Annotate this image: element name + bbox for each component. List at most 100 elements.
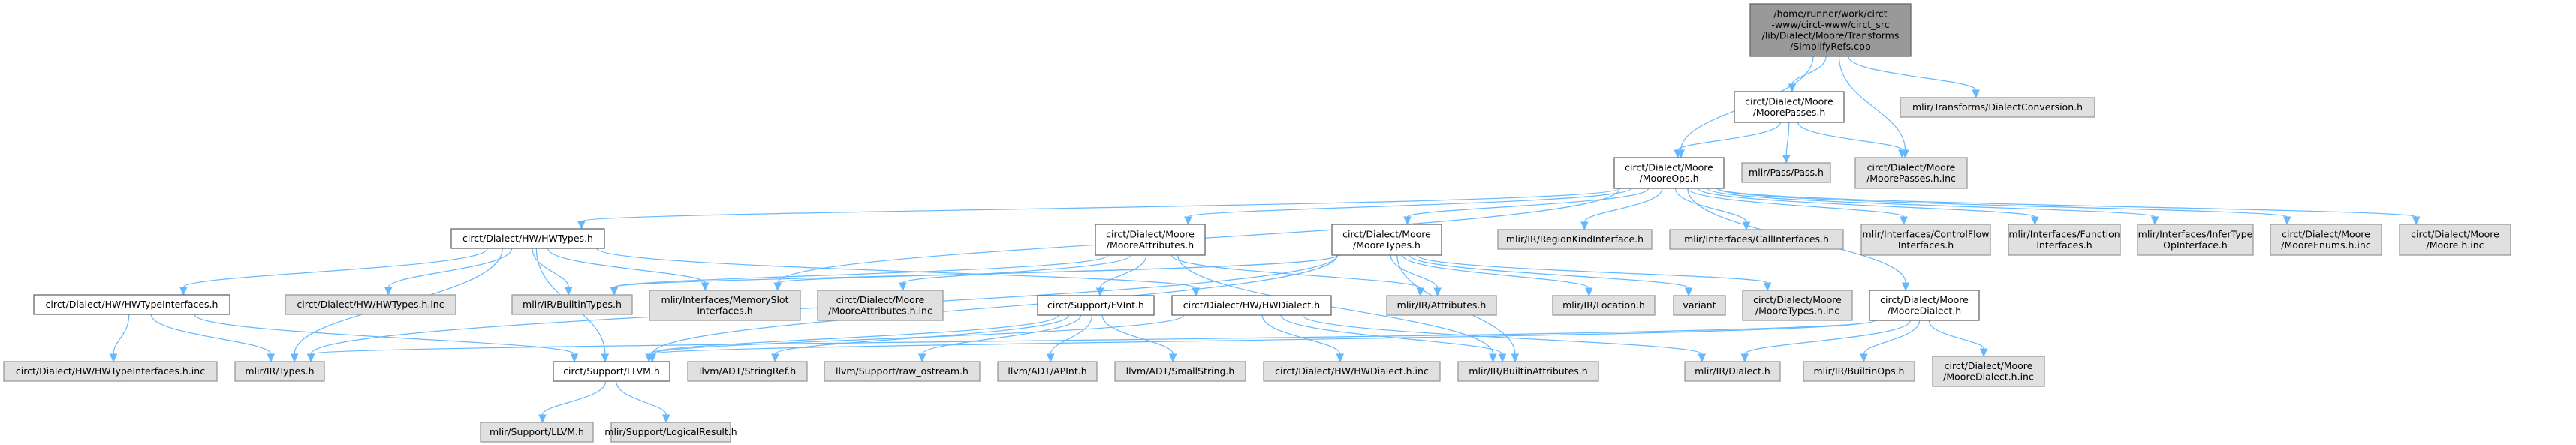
edge-hwdialect-to-builtinattrs (1280, 314, 1507, 363)
node-box (824, 361, 981, 382)
edge-line (613, 254, 1109, 288)
node-moorepassesinc[interactable]: circt/Dialect/Moore/MoorePasses.h.inc (1854, 157, 1968, 189)
node-mooretypes[interactable]: circt/Dialect/Moore/MooreTypes.h (1331, 224, 1442, 256)
node-label: /MooreOps.h (1639, 173, 1698, 184)
edge-line (1409, 254, 1689, 289)
node-mooreattrs[interactable]: circt/Dialect/Moore/MooreAttributes.h (1095, 224, 1206, 256)
edge-fvint-to-rawostream (917, 314, 1082, 363)
edge-circtllvm-to-logicalresult (616, 380, 670, 424)
node-label: circt/Dialect/Moore (1945, 360, 2033, 371)
arrowhead-icon (1416, 287, 1424, 297)
arrowhead-icon (700, 282, 710, 292)
node-mooreinc[interactable]: circt/Dialect/Moore/Moore.h.inc (2399, 224, 2511, 256)
node-fvint[interactable]: circt/Support/FVInt.h (1037, 295, 1155, 316)
arrowhead-icon (610, 287, 619, 296)
node-apint[interactable]: llvm/ADT/APInt.h (997, 361, 1098, 382)
node-mlirllvm[interactable]: mlir/Support/LLVM.h (480, 422, 594, 443)
node-label: llvm/ADT/StringRef.h (699, 365, 796, 377)
node-mooredialect[interactable]: circt/Dialect/Moore/MooreDialect.h (1869, 290, 1980, 321)
arrowhead-icon (1782, 155, 1791, 164)
arrowhead-icon (1698, 353, 1707, 363)
edge-line (652, 314, 1185, 355)
edge-mooreops-to-functionif (1697, 188, 2039, 226)
node-hwdialectinc[interactable]: circt/Dialect/HW/HWDialect.h.inc (1263, 361, 1441, 382)
edge-line (1838, 56, 1906, 151)
node-box (2270, 224, 2382, 256)
node-box (480, 422, 594, 443)
edge-line (1302, 314, 1703, 355)
node-hwtypesinc[interactable]: circt/Dialect/HW/HWTypes.h.inc (285, 294, 456, 315)
node-builtinops[interactable]: mlir/IR/BuiltinOps.h (1803, 361, 1915, 382)
node-mooreattrsinc[interactable]: circt/Dialect/Moore/MooreAttributes.h.in… (817, 290, 944, 321)
node-label: mlir/Transforms/DialectConversion.h (1912, 101, 2083, 113)
edge-moorepasses-to-mooreops (1674, 122, 1781, 159)
node-box (649, 290, 801, 321)
arrowhead-icon (1740, 353, 1749, 363)
node-regionkind[interactable]: mlir/IR/RegionKindInterface.h (1497, 229, 1653, 250)
edge-mooreops-to-mooretypes (1403, 188, 1650, 226)
node-moorepasses[interactable]: circt/Dialect/Moore/MoorePasses.h (1734, 91, 1845, 123)
node-hwtypes[interactable]: circt/Dialect/HW/HWTypes.h (450, 228, 605, 249)
node-box (817, 290, 944, 321)
node-smallstring[interactable]: llvm/ADT/SmallString.h (1114, 361, 1246, 382)
node-hwdialect[interactable]: circt/Dialect/HW/HWDialect.h (1171, 295, 1332, 316)
node-attributes[interactable]: mlir/IR/Attributes.h (1386, 295, 1497, 316)
node-stringref[interactable]: llvm/ADT/StringRef.h (687, 361, 808, 382)
node-callif[interactable]: mlir/Interfaces/CallInterfaces.h (1669, 229, 1844, 250)
arrowhead-icon (1901, 282, 1910, 292)
node-dialect[interactable]: mlir/IR/Dialect.h (1684, 361, 1781, 382)
node-circtllvm[interactable]: circt/Support/LLVM.h (553, 361, 670, 382)
edge-line (1390, 254, 1439, 289)
arrowhead-icon (1979, 348, 1988, 358)
node-logicalresult[interactable]: mlir/Support/LogicalResult.h (604, 422, 737, 443)
node-label: OpInterface.h (2163, 239, 2228, 251)
node-box (1386, 295, 1497, 316)
node-root[interactable]: /home/runner/work/circt-www/circt-www/ci… (1749, 3, 1912, 57)
node-box (1331, 224, 1442, 256)
edge-line (1677, 122, 1781, 151)
edge-root-to-dialectconv (1848, 56, 1980, 99)
edge-line (648, 314, 1059, 355)
node-mooretypesinc[interactable]: circt/Dialect/Moore/MooreTypes.h.inc (1742, 290, 1853, 321)
edge-line (1716, 188, 2288, 218)
node-label: circt/Dialect/Moore (1342, 228, 1431, 239)
node-label: /MooreDialect.h (1888, 305, 1961, 316)
node-dialectconv[interactable]: mlir/Transforms/DialectConversion.h (1900, 97, 2095, 118)
node-box (1114, 361, 1246, 382)
node-label: mlir/Support/LogicalResult.h (604, 426, 737, 437)
node-box (1095, 224, 1206, 256)
node-label: circt/Dialect/Moore (1880, 294, 1969, 305)
node-box (997, 361, 1098, 382)
node-mooredialectinc[interactable]: circt/Dialect/Moore/MooreDialect.h.inc (1932, 356, 2045, 387)
edge-line (616, 380, 667, 416)
node-mooreenums[interactable]: circt/Dialect/Moore/MooreEnums.h.inc (2270, 224, 2382, 256)
node-label: circt/Dialect/Moore (836, 294, 925, 305)
edge-moorepasses-to-moorepassesinc (1797, 122, 1906, 159)
arrowhead-icon (109, 353, 118, 363)
node-builtintypes[interactable]: mlir/IR/BuiltinTypes.h (511, 294, 633, 315)
node-box (1263, 361, 1441, 382)
node-variant[interactable]: variant (1673, 295, 1726, 316)
arrowhead-icon (538, 414, 547, 424)
node-types[interactable]: mlir/IR/Types.h (234, 361, 325, 382)
edge-mooredialect-to-dialect (1740, 320, 1911, 363)
node-rawostream[interactable]: llvm/Support/raw_ostream.h (824, 361, 981, 382)
node-label: /lib/Dialect/Moore/Transforms (1762, 29, 1900, 41)
node-hwtypeif[interactable]: circt/Dialect/HW/HWTypeInterfaces.h (33, 294, 230, 315)
node-builtinattrs[interactable]: mlir/IR/BuiltinAttributes.h (1457, 361, 1599, 382)
node-hwtypeifinc[interactable]: circt/Dialect/HW/HWTypeInterfaces.h.inc (3, 361, 218, 382)
edge-mooreattrs-to-fvint (1095, 254, 1147, 297)
node-box (1734, 91, 1845, 123)
edge-mooreops-to-controlflow (1687, 188, 1908, 226)
node-box (1803, 361, 1915, 382)
node-pass[interactable]: mlir/Pass/Pass.h (1741, 162, 1831, 183)
node-location[interactable]: mlir/IR/Location.h (1552, 295, 1656, 316)
node-label: mlir/IR/Location.h (1562, 299, 1645, 311)
node-mooreops[interactable]: circt/Dialect/Moore/MooreOps.h (1613, 157, 1725, 189)
edge-line (310, 320, 1876, 355)
